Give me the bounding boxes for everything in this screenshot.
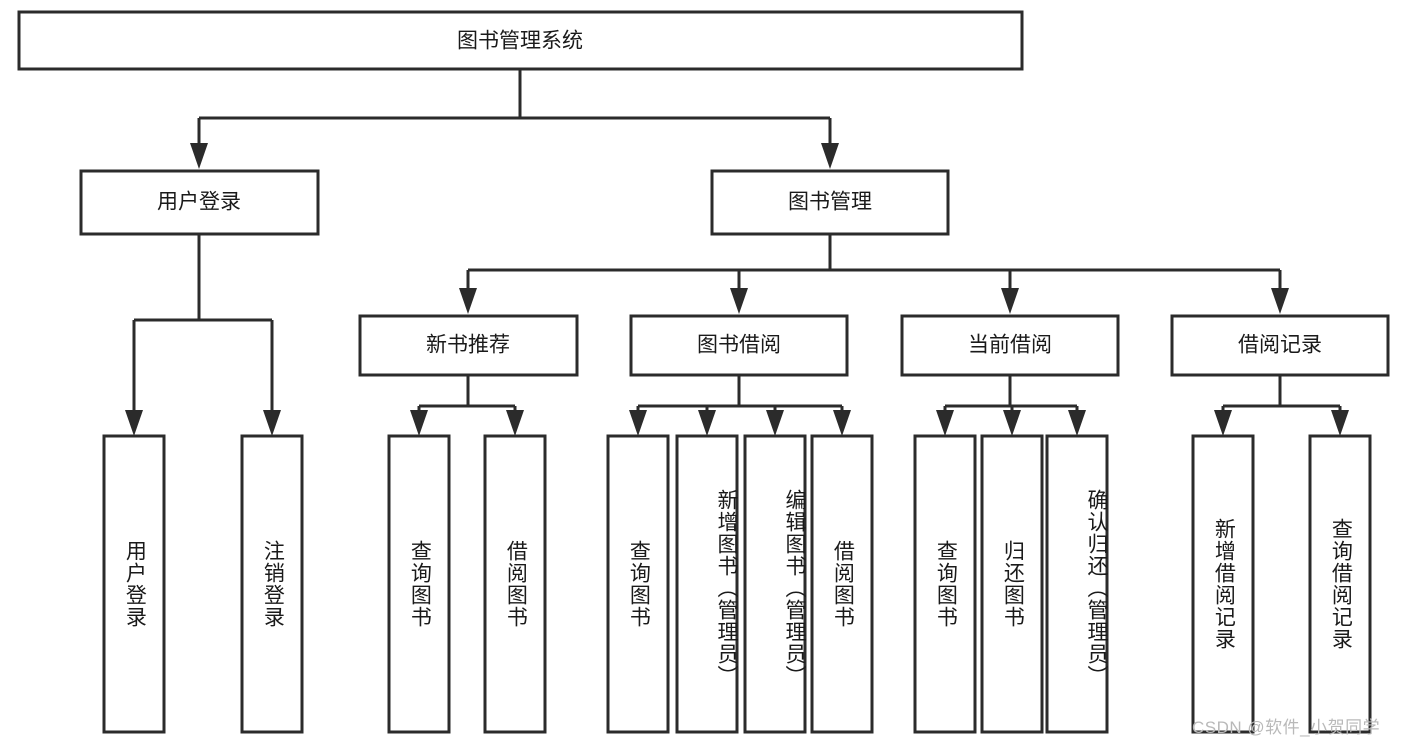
leaf-box-edit-book-admin[interactable] xyxy=(743,434,807,734)
node-borrow-record[interactable]: 借阅记录 xyxy=(1170,314,1390,377)
edge-userlogin-to-leaves xyxy=(125,234,281,436)
leaf-box-query-borrow-record[interactable] xyxy=(1308,434,1372,734)
node-user-login-label: 用户登录 xyxy=(157,191,241,214)
leaf-box-query-book-2[interactable] xyxy=(606,434,670,734)
edge-newbook-to-leaves xyxy=(410,375,524,436)
leaf-box-logout-login[interactable] xyxy=(240,434,304,734)
node-book-borrow[interactable]: 图书借阅 xyxy=(629,314,849,377)
node-root[interactable]: 图书管理系统 xyxy=(17,10,1024,71)
node-new-book-recommend[interactable]: 新书推荐 xyxy=(358,314,579,377)
node-borrow-record-label: 借阅记录 xyxy=(1238,334,1322,357)
leaf-box-query-book-1[interactable] xyxy=(387,434,451,734)
node-current-borrow[interactable]: 当前借阅 xyxy=(900,314,1120,377)
node-new-book-recommend-label: 新书推荐 xyxy=(426,334,510,357)
edge-borrowrecord-to-leaves xyxy=(1214,375,1349,436)
node-current-borrow-label: 当前借阅 xyxy=(968,334,1052,357)
leaf-box-add-borrow-record[interactable] xyxy=(1191,434,1255,734)
node-book-management-label: 图书管理 xyxy=(788,191,872,214)
watermark: CSDN @软件_小贺同学 xyxy=(1192,718,1381,737)
node-book-borrow-label: 图书借阅 xyxy=(697,334,781,357)
leaf-box-query-book-3[interactable] xyxy=(913,434,977,734)
edge-bookborrow-to-leaves xyxy=(629,375,851,436)
leaf-box-user-login[interactable] xyxy=(102,434,166,734)
node-user-login[interactable]: 用户登录 xyxy=(79,169,320,236)
leaf-box-add-book-admin[interactable] xyxy=(675,434,739,734)
edge-root-to-level1 xyxy=(190,69,839,169)
leaf-box-confirm-return-admin[interactable] xyxy=(1045,434,1109,734)
node-book-management[interactable]: 图书管理 xyxy=(710,169,950,236)
leaf-box-borrow-book-2[interactable] xyxy=(810,434,874,734)
edge-currentborrow-to-leaves xyxy=(936,375,1086,436)
leaf-box-return-book[interactable] xyxy=(980,434,1044,734)
node-root-label: 图书管理系统 xyxy=(457,30,583,53)
edge-bookmgmt-to-level2 xyxy=(459,234,1289,314)
leaf-box-borrow-book-1[interactable] xyxy=(483,434,547,734)
